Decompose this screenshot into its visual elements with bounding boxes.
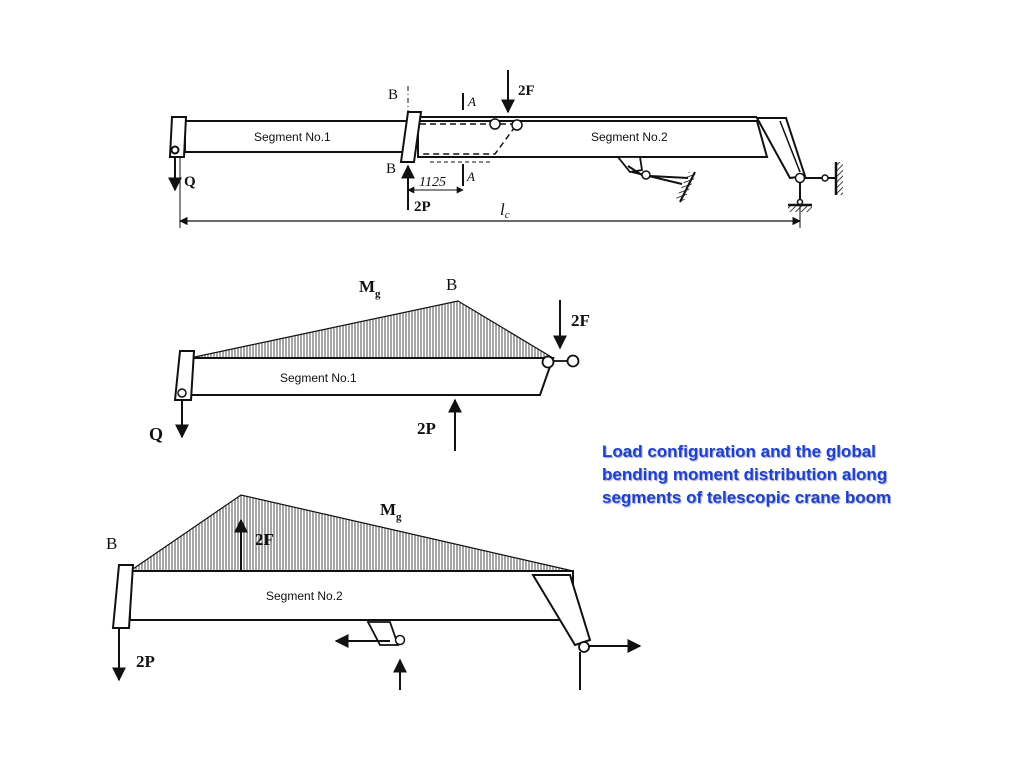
mid-left-end-plate [173, 350, 196, 401]
mid-segment-label: Segment No.1 [280, 371, 357, 385]
bottom-left-end-plate [111, 564, 135, 629]
bottom-segment2-beam [129, 570, 574, 621]
mid-moment-diagram [189, 300, 556, 359]
top-section-a-top-label: A [467, 94, 476, 109]
top-dimension-label: 1125 [419, 175, 446, 190]
top-section-a-bottom-label: A [466, 169, 475, 184]
top-2p-label: 2P [414, 199, 431, 215]
bottom-segment2-diagram [111, 494, 642, 690]
mid-q-label: Q [149, 424, 163, 444]
bottom-cylinder-bracket [366, 621, 400, 646]
top-boom-diagram [168, 70, 843, 228]
mid-segment1-diagram [173, 300, 580, 451]
mid-2p-label: 2P [417, 419, 436, 438]
top-left-pin [170, 145, 180, 155]
caption-line-2: bending moment distribution along [602, 465, 888, 484]
mid-section-b-label: B [446, 275, 457, 294]
caption-line-1: Load configuration and the global [602, 442, 876, 461]
top-segment1-label: Segment No.1 [254, 130, 331, 144]
mid-labels: Segment No.1 Mg B 2F Q 2P [149, 275, 590, 444]
bottom-segment-label: Segment No.2 [266, 589, 343, 603]
top-segment2-label: Segment No.2 [591, 130, 668, 144]
top-q-label: Q [184, 174, 196, 190]
bottom-section-b-label: B [106, 534, 117, 553]
mid-left-pin [177, 388, 187, 398]
mid-right-pin-1 [541, 355, 555, 369]
mid-2f-label: 2F [571, 311, 590, 330]
top-wall-hatch [837, 162, 843, 195]
top-labels: Segment No.1 Segment No.2 B B A A 2F Q 2… [184, 83, 668, 221]
top-force-pin [511, 119, 523, 131]
mid-moment-label: Mg [359, 277, 381, 300]
top-2f-label: 2F [518, 83, 535, 99]
bottom-right-pin [578, 641, 590, 653]
bottom-right-bracket [531, 574, 592, 647]
top-cylinder-bracket [616, 156, 644, 173]
top-middle-plate [399, 111, 423, 163]
bottom-labels: Segment No.2 Mg B 2F 2P [106, 500, 402, 671]
figure-caption: Load configuration and the global bendin… [602, 440, 962, 509]
bottom-2f-label: 2F [255, 530, 274, 549]
top-right-bracket [755, 117, 807, 180]
top-length-label: lc [500, 200, 510, 221]
top-inner-pin [489, 118, 501, 130]
caption-line-3: segments of telescopic crane boom [602, 488, 892, 507]
bottom-moment-label: Mg [380, 500, 402, 523]
mid-segment1-beam [189, 357, 555, 396]
top-segment2-beam [417, 120, 769, 158]
top-section-b-top-label: B [388, 87, 398, 103]
bottom-cylinder-pin [394, 634, 406, 646]
mid-right-pin-2 [566, 354, 580, 368]
bottom-moment-diagram [128, 494, 574, 572]
top-section-b-bottom-label: B [386, 161, 396, 177]
bottom-2p-label: 2P [136, 652, 155, 671]
top-right-pin [794, 172, 806, 184]
